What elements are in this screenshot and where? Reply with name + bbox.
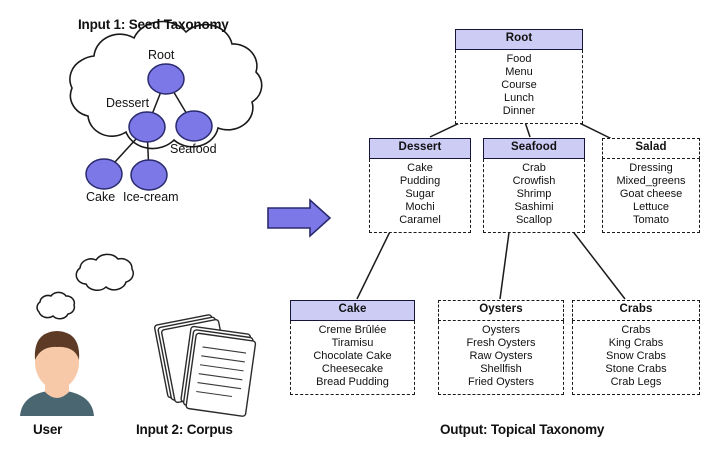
- taxonomy-term: Sashimi: [514, 201, 554, 214]
- taxonomy-term: Cake: [407, 161, 433, 174]
- taxonomy-box-title-salad: Salad: [602, 138, 700, 159]
- documents-stack-icon: [153, 314, 257, 417]
- seed-node-ice-cream[interactable]: [130, 159, 168, 191]
- taxonomy-term: Pudding: [399, 174, 441, 187]
- taxonomy-term: Crabs: [621, 323, 651, 336]
- seed-node-cake[interactable]: [85, 158, 123, 190]
- taxonomy-box-title-cake: Cake: [290, 300, 415, 321]
- caption-corpus: Input 2: Corpus: [136, 422, 233, 437]
- seed-taxonomy-edges: [103, 78, 195, 176]
- taxonomy-term: Oysters: [482, 323, 520, 336]
- seed-node-seafood[interactable]: [175, 110, 213, 142]
- taxonomy-term: Scallop: [515, 214, 553, 227]
- seed-edge: [165, 78, 195, 127]
- seed-taxonomy-nodes: [85, 63, 213, 191]
- taxonomy-term: King Crabs: [608, 336, 664, 349]
- thought-cloud-icon: [69, 20, 263, 150]
- taxonomy-box-title-dessert: Dessert: [369, 138, 471, 159]
- thought-bubble-large-icon: [75, 253, 134, 291]
- taxonomy-term: Goat cheese: [619, 187, 683, 200]
- taxonomy-term: Lunch: [504, 92, 534, 105]
- taxonomy-term: Crowfish: [512, 174, 556, 187]
- taxonomy-term: Raw Oysters: [469, 349, 533, 362]
- taxonomy-term: Dressing: [629, 161, 673, 174]
- seed-node-label-cake: Cake: [86, 190, 116, 204]
- taxonomy-box-title-crabs: Crabs: [572, 300, 700, 321]
- taxonomy-term: Tomato: [632, 214, 670, 227]
- taxonomy-term: Snow Crabs: [606, 349, 666, 362]
- page-title-seed-taxonomy: Input 1: Seed Taxonomy: [78, 17, 229, 32]
- taxonomy-term: Crab Legs: [610, 376, 662, 389]
- seed-node-label-ice-cream: Ice-cream: [123, 190, 179, 204]
- taxonomy-term: Crab: [522, 161, 546, 174]
- seed-node-label-dessert: Dessert: [106, 96, 150, 110]
- taxonomy-term: Lettuce: [632, 201, 670, 214]
- taxonomy-term: Creme Brûlée: [318, 323, 387, 336]
- taxonomy-term: Menu: [505, 65, 533, 78]
- taxonomy-term: Cheesecake: [321, 363, 384, 376]
- taxonomy-term: Mixed_greens: [616, 174, 686, 187]
- taxonomy-term: Food: [506, 52, 532, 65]
- right-arrow-icon: [267, 198, 332, 238]
- user-avatar-icon: [20, 331, 94, 416]
- seed-node-root[interactable]: [147, 63, 185, 95]
- taxonomy-term: Dinner: [502, 105, 536, 118]
- taxonomy-box-title-root: Root: [455, 29, 583, 50]
- caption-user: User: [33, 422, 63, 437]
- seed-node-label-seafood: Seafood: [170, 142, 217, 156]
- thought-bubble-small-icon: [36, 291, 76, 320]
- taxonomy-term: Course: [501, 78, 537, 91]
- taxonomy-term: Caramel: [399, 214, 441, 227]
- taxonomy-term: Shrimp: [516, 187, 552, 200]
- taxonomy-box-title-seafood: Seafood: [483, 138, 585, 159]
- taxonomy-box-title-oysters: Oysters: [438, 300, 564, 321]
- taxonomy-term: Sugar: [405, 187, 435, 200]
- seed-edge: [103, 126, 148, 175]
- taxonomy-term: Fried Oysters: [467, 376, 534, 389]
- taxonomy-term: Shellfish: [480, 363, 522, 376]
- taxonomy-term: Stone Crabs: [605, 363, 667, 376]
- caption-output: Output: Topical Taxonomy: [440, 422, 605, 437]
- taxonomy-term: Mochi: [405, 201, 435, 214]
- seed-edge: [146, 126, 150, 176]
- taxonomy-term: Tiramisu: [331, 336, 374, 349]
- taxonomy-term: Chocolate Cake: [313, 349, 392, 362]
- seed-node-dessert[interactable]: [128, 111, 166, 143]
- seed-node-label-root: Root: [148, 48, 175, 62]
- seed-edge: [146, 78, 167, 128]
- taxonomy-term: Fresh Oysters: [466, 336, 536, 349]
- taxonomy-term: Bread Pudding: [316, 376, 389, 389]
